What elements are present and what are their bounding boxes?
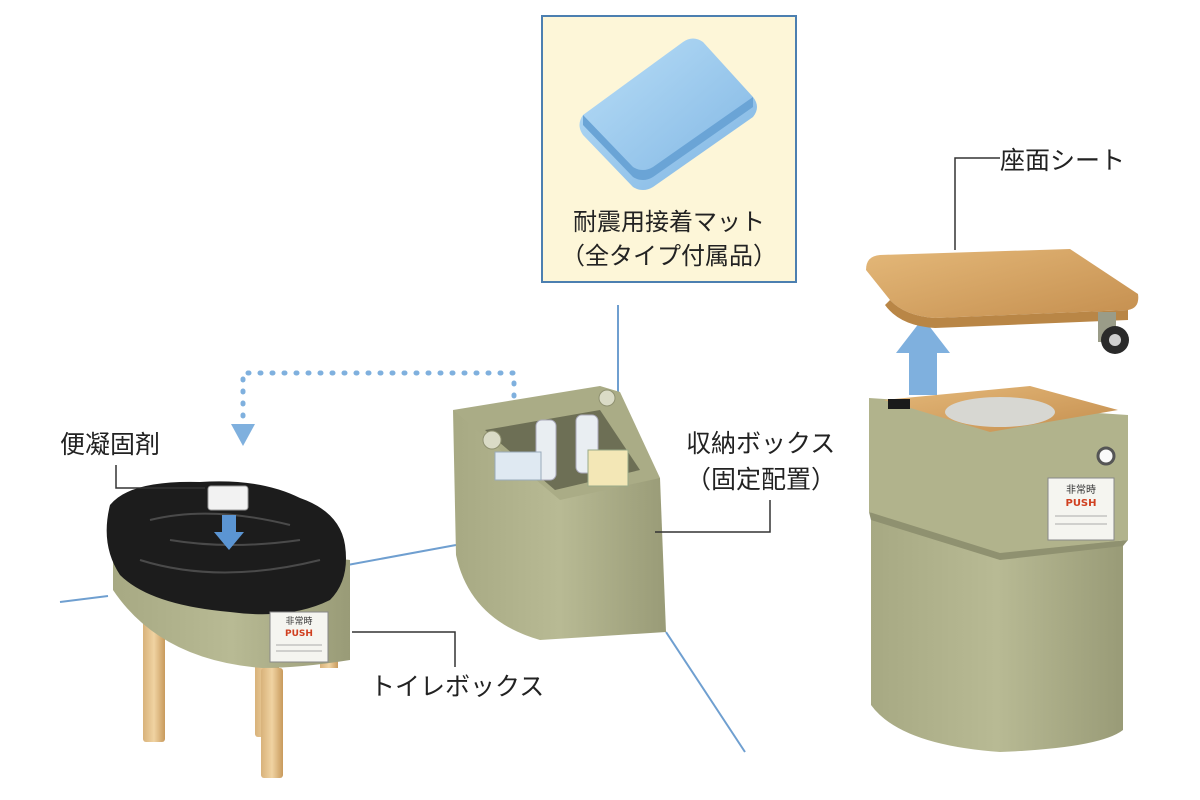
toilet-box-label: トイレボックス: [370, 672, 545, 701]
toilet-leg-front: [261, 668, 283, 778]
mat-note: （全タイプ付属品）: [561, 242, 777, 270]
storage-supply-pack: [494, 451, 542, 481]
toilet-emergency-panel: [269, 611, 329, 663]
leader-lines: [115, 157, 1000, 667]
storage-box-note: （固定配置）: [686, 465, 837, 494]
storage-box-name: 収納ボックス: [686, 429, 836, 458]
down-arrow-icon: [214, 515, 244, 550]
coagulant-packet: [207, 485, 249, 511]
seat-sheet-label: 座面シート: [1000, 146, 1126, 175]
mat-title: 耐震用接着マット: [573, 208, 765, 236]
mat-callout: 耐震用接着マット （全タイプ付属品）: [541, 15, 797, 283]
unit-seat-opening: [945, 397, 1055, 427]
mat-image: [579, 38, 757, 190]
storage-supply-kit: [587, 449, 629, 487]
unit-panel-header-text: 非常時: [1066, 483, 1096, 496]
coagulant-label: 便凝固剤: [60, 430, 161, 459]
garbage-bag: [106, 481, 347, 615]
storage-box-label: 収納ボックス （固定配置）: [686, 426, 836, 498]
panel-push-text: PUSH: [285, 629, 313, 639]
unit-lower-body: [871, 505, 1123, 752]
unit-slot: [888, 399, 910, 409]
toilet-box: 非常時 PUSH: [106, 481, 350, 778]
unit-emergency-panel: [1047, 477, 1115, 541]
storage-cup-holder: [482, 430, 502, 450]
floor-lines: [59, 305, 746, 753]
unit-knob: [1096, 446, 1116, 466]
dotted-transfer-arrow: [231, 370, 517, 446]
storage-box: [453, 386, 666, 640]
up-arrow-icon: [896, 318, 950, 395]
assembled-unit: 非常時 PUSH: [866, 249, 1139, 752]
seat-sheet-board: [866, 249, 1139, 318]
panel-header-text: 非常時: [285, 615, 312, 627]
unit-panel-push-text: PUSH: [1065, 498, 1096, 509]
